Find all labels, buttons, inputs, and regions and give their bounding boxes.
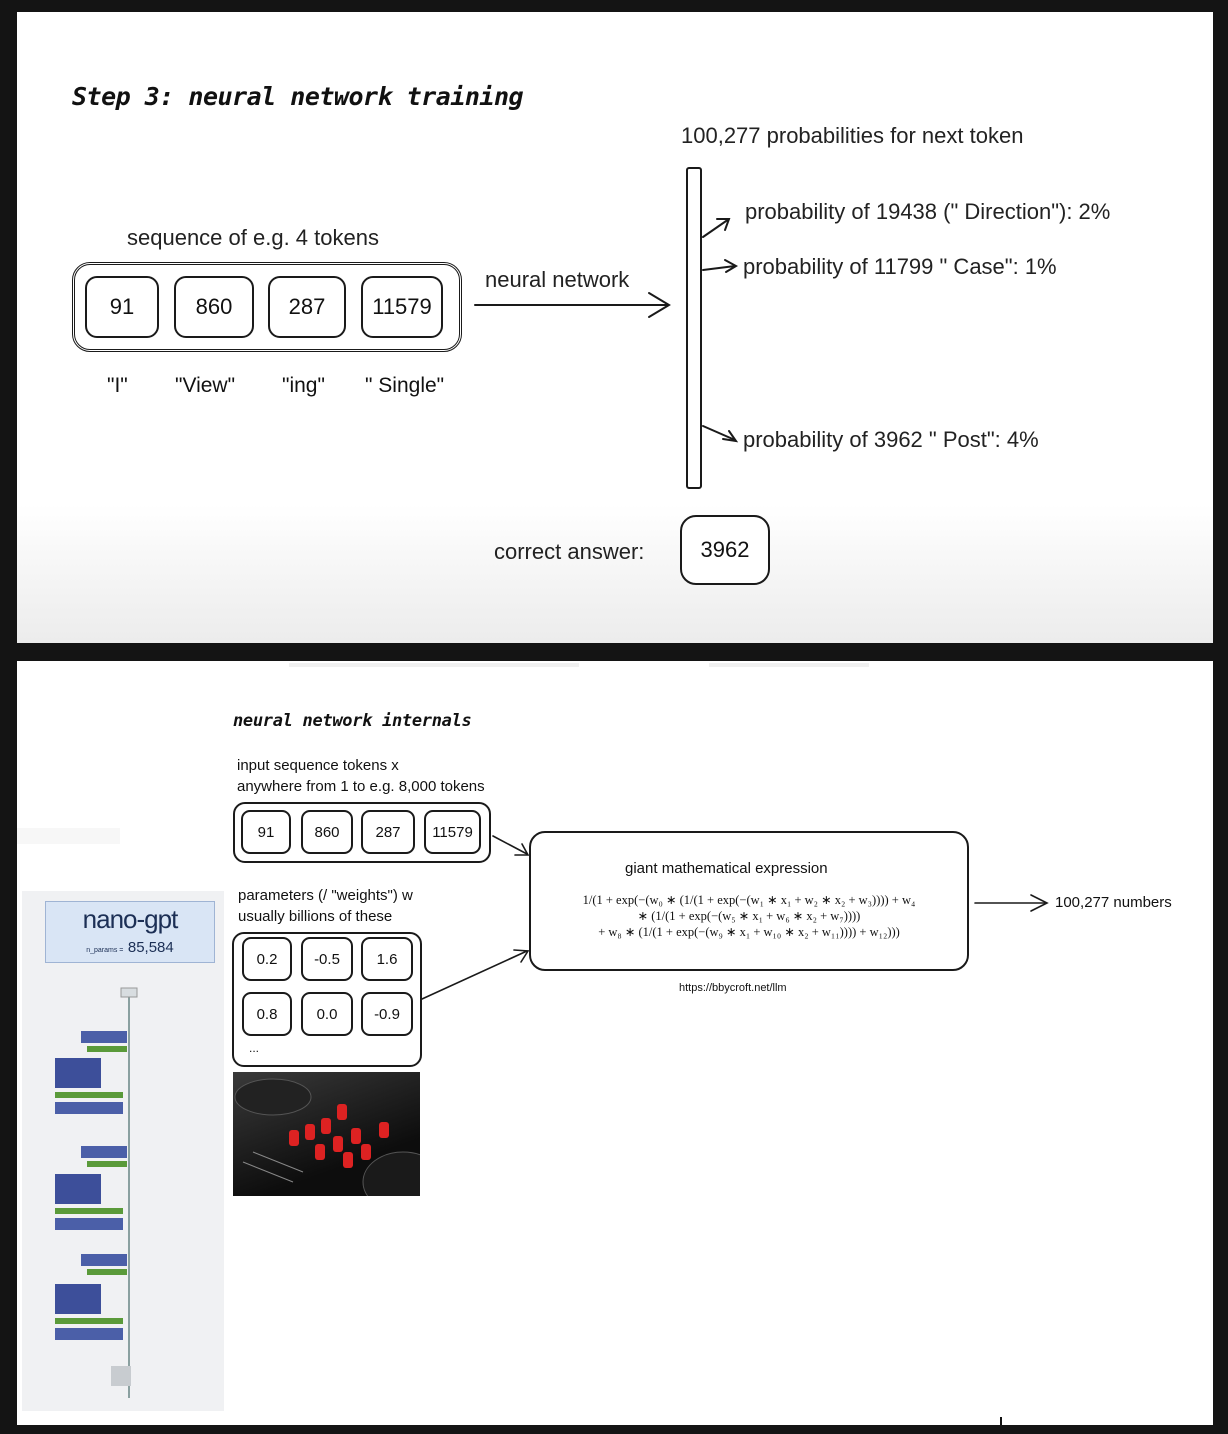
input-token-container	[233, 802, 491, 863]
nanogpt-title: nano-gpt	[82, 904, 179, 934]
mixer-knobs-image	[233, 1072, 420, 1196]
expression-line: + w₈ ∗ (1/(1 + exp(−(w₉ ∗ x₁ + w₁₀ ∗ x₂ …	[598, 925, 900, 939]
expression-box	[529, 831, 969, 971]
correct-answer-box: 3962	[680, 515, 770, 585]
token-box: 860	[301, 810, 353, 854]
training-slide: Step 3: neural network training sequence…	[17, 12, 1213, 643]
token-box: 91	[241, 810, 291, 854]
param-box: 0.2	[242, 937, 292, 981]
param-container	[232, 932, 422, 1067]
param-to-expression-arrow	[421, 950, 528, 1000]
token-box: 287	[268, 276, 346, 338]
prob-arrow	[702, 425, 736, 441]
expression-title: giant mathematical expression	[625, 860, 828, 877]
token-sequence-box	[72, 262, 462, 352]
nanogpt-architecture	[55, 987, 138, 1398]
nanogpt-params-label: n_params =	[86, 947, 124, 954]
token-box: 287	[361, 810, 415, 854]
token-box: 11579	[361, 276, 443, 338]
param-box: -0.9	[361, 992, 413, 1036]
probability-label: probability of 11799 " Case": 1%	[743, 254, 1057, 279]
top-arrows	[474, 218, 739, 443]
nanogpt-params: n_params = 85,584	[45, 939, 215, 957]
input-label: anywhere from 1 to e.g. 8,000 tokens	[237, 778, 485, 795]
prob-arrow	[702, 265, 736, 271]
param-ellipsis: ...	[249, 1041, 260, 1055]
slide-title: Step 3: neural network training	[72, 82, 524, 111]
sequence-label: sequence of e.g. 4 tokens	[127, 225, 379, 250]
param-box: -0.5	[301, 937, 353, 981]
token-string: "I"	[107, 374, 128, 397]
param-label: usually billions of these	[238, 908, 393, 925]
probability-label: probability of 19438 (" Direction"): 2%	[745, 199, 1111, 224]
left-divider	[17, 828, 120, 844]
source-url[interactable]: https://bbycroft.net/llm	[679, 982, 787, 994]
input-label: input sequence tokens x	[237, 757, 399, 774]
param-box: 0.8	[242, 992, 292, 1036]
param-box: 0.0	[301, 992, 353, 1036]
token-box: 11579	[424, 810, 481, 854]
token-box: 860	[174, 276, 254, 338]
nn-label: neural network	[485, 267, 630, 292]
nanogpt-badge	[45, 901, 215, 963]
internals-title: neural network internals	[233, 711, 472, 731]
prob-header: 100,277 probabilities for next token	[681, 123, 1024, 148]
param-box: 1.6	[361, 937, 413, 981]
correct-answer-label: correct answer:	[494, 539, 645, 564]
token-string: "View"	[175, 374, 236, 397]
token-string: "ing"	[282, 374, 325, 397]
internals-slide: neural network internals input sequence …	[17, 661, 1213, 1425]
top-sketch-line	[289, 663, 579, 667]
mixer-illustration	[234, 1078, 420, 1196]
token-string: " Single"	[365, 374, 445, 397]
nanogpt-params-value: 85,584	[127, 939, 174, 956]
expression-line: ∗ (1/(1 + exp(−(w₅ ∗ x₁ + w₆ ∗ x₂ + w₇))…	[637, 909, 861, 923]
output-bar	[686, 167, 702, 489]
token-box: 91	[85, 276, 159, 338]
param-label: parameters (/ "weights") w	[238, 887, 413, 904]
cursor-mark	[1000, 1417, 1002, 1425]
prob-arrow	[702, 218, 730, 238]
output-label: 100,277 numbers	[1055, 894, 1172, 911]
nn-arrow-head	[648, 292, 671, 318]
internals-arrows	[421, 835, 1049, 1000]
token-to-expression-arrow	[492, 835, 528, 855]
probability-label: probability of 3962 " Post": 4%	[743, 427, 1039, 452]
top-sketch-line	[709, 663, 869, 667]
expression-line: 1/(1 + exp(−(w₀ ∗ (1/(1 + exp(−(w₁ ∗ x₁ …	[582, 893, 916, 907]
